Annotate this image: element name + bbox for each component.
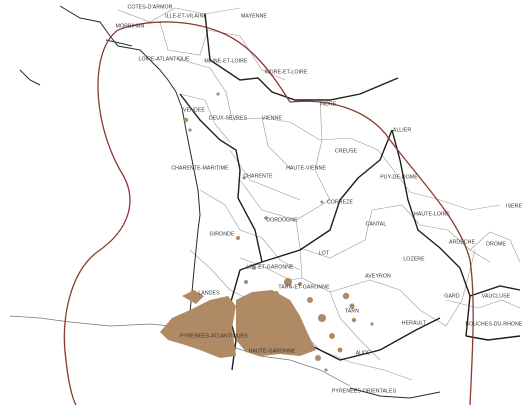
- label-mayenne: MAYENNE: [241, 13, 267, 20]
- label-herault: HERAULT: [401, 320, 427, 327]
- label-lozere: LOZERE: [403, 256, 425, 263]
- occurrence-areas: [160, 92, 374, 372]
- coastline: [19, 5, 441, 399]
- label-indre: INDRE: [319, 101, 337, 108]
- label-loire-atlantique: LOIRE-ATLANTIQUE: [138, 56, 190, 63]
- label-indre-et-loire: INDRE-ET-LOIRE: [264, 69, 308, 76]
- label-lot: LOT: [318, 250, 330, 257]
- label-puy-de-dome: PUY-DE-DOME: [380, 174, 418, 181]
- label-haute-vienne: HAUTE-VIENNE: [286, 165, 326, 172]
- label-vendee: VENDEE: [183, 107, 205, 114]
- label-deux-sevres: DEUX-SEVRES: [208, 115, 248, 122]
- label-charente: CHARENTE: [243, 173, 273, 180]
- label-ille-et-vilaine: ILLE-ET-VILAINE: [165, 13, 207, 20]
- department-borders: [117, 7, 521, 381]
- label-haute-loire: HAUTE-LOIRE: [414, 211, 450, 218]
- label-drome: DROME: [486, 241, 506, 248]
- label-creuse: CREUSE: [334, 148, 358, 155]
- label-vaucluse: VAUCLUSE: [481, 293, 511, 300]
- label-tarn-et-garonne: TARN-ET-GARONNE: [278, 284, 330, 291]
- label-gard: GARD: [444, 293, 460, 300]
- label-dordogne: DORDOGNE: [266, 217, 298, 224]
- label-lot-et-garonne: LOT-ET-GARONNE: [246, 264, 294, 271]
- label-morbihan: MORBIHAN: [115, 23, 145, 30]
- zone-outline: [63, 21, 474, 406]
- label-allier: ALLIER: [392, 127, 412, 134]
- label-correze: CORREZE: [326, 199, 354, 206]
- label-bouches-du-rhone: BOUCHES-DU-RHONE: [465, 321, 523, 328]
- label-pyrenees-atlantiques: PYRENEES-ATLANTIQUES: [180, 333, 248, 340]
- label-aveyron: AVEYRON: [365, 273, 391, 280]
- label-aude: AUDE: [355, 350, 371, 357]
- label-charente-maritime: CHARENTE-MARITIME: [171, 165, 229, 172]
- label-landes: LANDES: [198, 290, 220, 297]
- label-cotes-darmor: COTES-D'ARMOR: [127, 4, 173, 11]
- label-maine-et-loire: MAINE-ET-LOIRE: [204, 58, 248, 65]
- label-vienne: VIENNE: [262, 115, 282, 122]
- label-ardeche: ARDECHE: [448, 239, 476, 246]
- label-gironde: GIRONDE: [209, 231, 235, 238]
- label-cantal: CANTAL: [365, 221, 387, 228]
- label-haute-garonne: HAUTE-GARONNE: [248, 348, 296, 355]
- label-isere: ISERE: [505, 203, 523, 210]
- label-pyrenees-orientales: PYRENEES-ORIENTALES: [331, 388, 397, 395]
- label-tarn: TARN: [344, 308, 360, 315]
